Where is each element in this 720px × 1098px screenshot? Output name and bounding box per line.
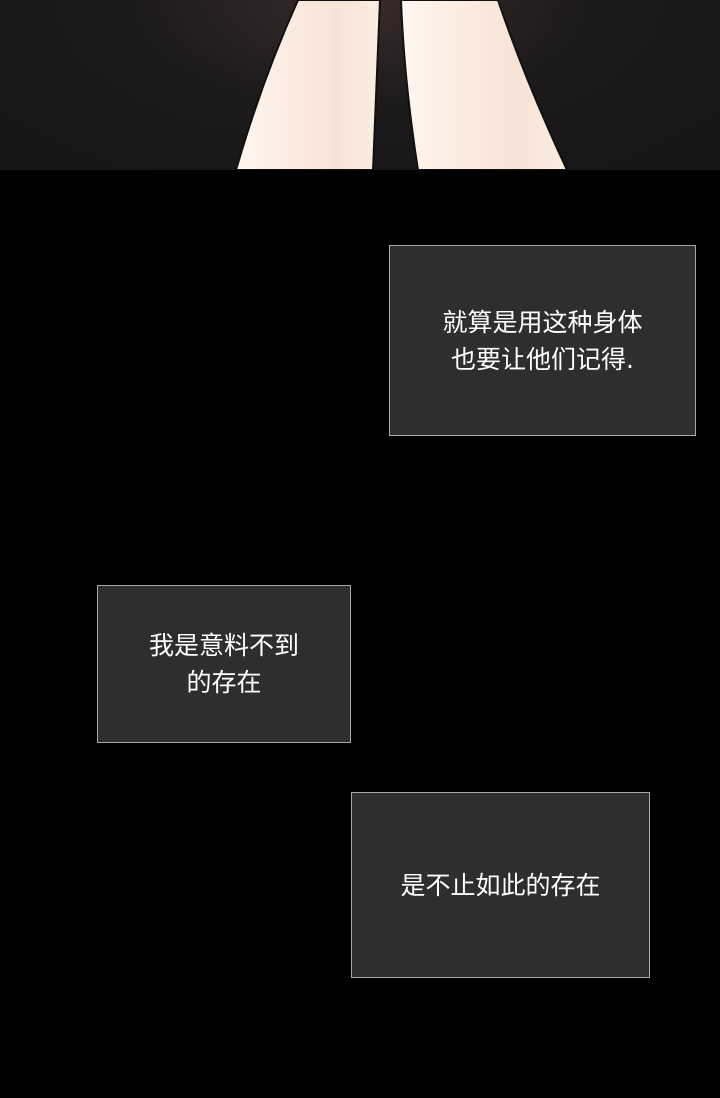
caption-line: 我是意料不到 bbox=[148, 631, 299, 660]
caption-line: 就算是用这种身体 bbox=[442, 307, 643, 337]
caption-box-3: 是不止如此的存在 bbox=[351, 792, 650, 978]
caption-box-2: 我是意料不到 的存在 bbox=[97, 585, 351, 743]
caption-line: 的存在 bbox=[186, 668, 262, 697]
caption-line: 是不止如此的存在 bbox=[400, 870, 601, 900]
legs-illustration bbox=[234, 0, 569, 170]
caption-line: 也要让他们记得. bbox=[451, 344, 634, 374]
comic-panel-legs bbox=[0, 0, 720, 170]
caption-box-1: 就算是用这种身体 也要让他们记得. bbox=[389, 245, 696, 436]
